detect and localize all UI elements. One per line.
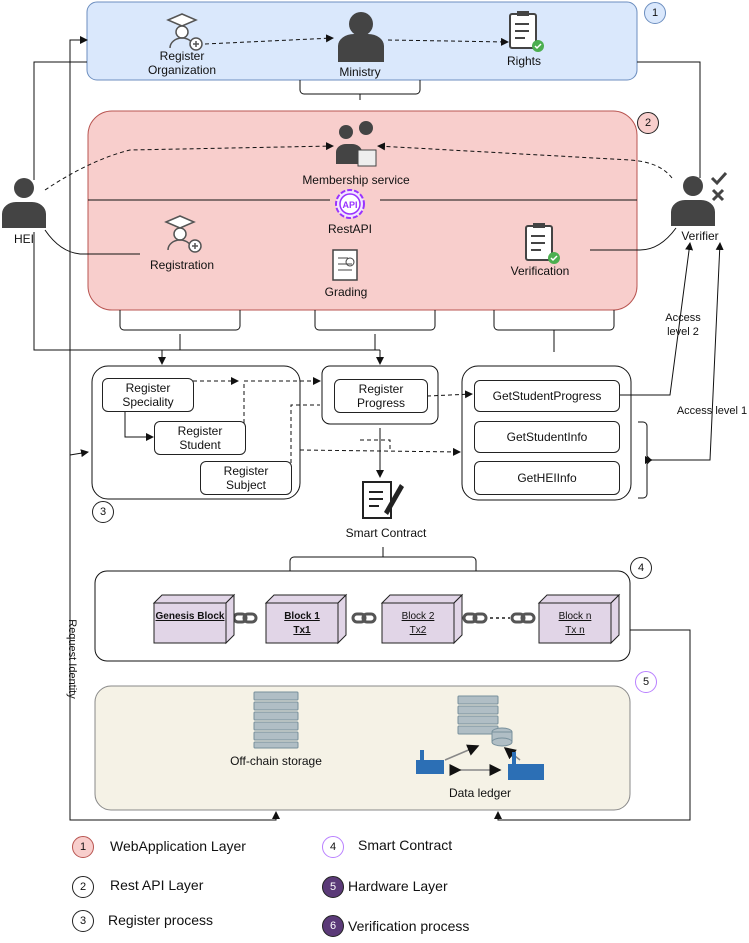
web-layer-badge: 1 bbox=[644, 2, 666, 24]
block-1 bbox=[264, 593, 348, 645]
legend-text-4: Smart Contract bbox=[358, 837, 453, 853]
membership-group-icon bbox=[336, 121, 377, 167]
hardware-layer bbox=[94, 685, 631, 811]
genesis-block-title: Genesis Block bbox=[155, 611, 225, 622]
rights-label: Rights bbox=[506, 54, 541, 68]
ministry-label: Ministry bbox=[339, 65, 381, 79]
register-speciality-box: Register Speciality bbox=[102, 378, 194, 412]
hei-person-icon bbox=[2, 178, 46, 228]
genesis-block bbox=[152, 593, 236, 645]
block-n bbox=[537, 593, 621, 645]
legend-text-2: Rest API Layer bbox=[110, 877, 204, 893]
get-student-info-box: GetStudentInfo bbox=[474, 421, 620, 453]
block-n-tx: Tx n bbox=[565, 625, 585, 636]
legend-num-3: 3 bbox=[72, 910, 94, 932]
reject-cross-icon bbox=[711, 188, 725, 202]
api-gear-icon bbox=[335, 189, 365, 219]
offchain-server-icon bbox=[253, 691, 299, 749]
block-2 bbox=[380, 593, 464, 645]
legend-num-4: 4 bbox=[322, 836, 344, 858]
approve-check-icon bbox=[710, 171, 728, 186]
smart-contract-label: Smart Contract bbox=[345, 526, 427, 540]
rest-api-label: RestAPI bbox=[327, 222, 372, 236]
rights-clipboard-icon bbox=[509, 11, 544, 52]
register-progress-box: Register Progress bbox=[334, 379, 428, 413]
register-process-badge: 3 bbox=[92, 501, 114, 523]
verification-clipboard-icon bbox=[525, 223, 560, 264]
verifier-person-icon bbox=[671, 176, 715, 226]
block-2-title: Block 2 bbox=[401, 611, 435, 622]
register-student-box: Register Student bbox=[154, 421, 246, 455]
verification-label: Verification bbox=[510, 264, 570, 278]
grading-document-icon bbox=[332, 249, 358, 281]
legend-text-1: WebApplication Layer bbox=[110, 838, 246, 854]
legend-num-5: 5 bbox=[322, 876, 344, 898]
hei-label: HEI bbox=[13, 232, 34, 246]
smart-contract-document-icon bbox=[362, 481, 404, 519]
rest-api-layer bbox=[87, 110, 638, 311]
legend-num-6: 6 bbox=[322, 915, 344, 937]
api-icon-text: API bbox=[342, 200, 358, 210]
block-n-title: Block n bbox=[558, 611, 592, 622]
block-1-tx: Tx1 bbox=[293, 625, 311, 636]
get-hei-info-box: GetHEIInfo bbox=[474, 461, 620, 495]
hardware-layer-badge: 5 bbox=[635, 671, 657, 693]
rest-layer-badge: 2 bbox=[637, 112, 659, 134]
legend-num-2: 2 bbox=[72, 876, 94, 898]
register-org-graduate-icon bbox=[166, 13, 203, 51]
ledger-factory-icon bbox=[416, 750, 544, 780]
legend-num-1: 1 bbox=[72, 836, 94, 858]
access-level-1-label: Access level 1 bbox=[676, 405, 748, 417]
membership-service-label: Membership service bbox=[302, 173, 410, 187]
legend-text-3: Register process bbox=[108, 912, 214, 928]
data-ledger-label: Data ledger bbox=[448, 786, 512, 800]
legend-text-5: Hardware Layer bbox=[348, 878, 448, 894]
block-1-title: Block 1 bbox=[284, 611, 320, 622]
legend-text-6: Verification process bbox=[348, 918, 470, 934]
request-identity-label: Request Identity bbox=[66, 619, 78, 699]
access-level-2-label: Access level 2 bbox=[665, 312, 701, 338]
get-student-progress-box: GetStudentProgress bbox=[474, 380, 620, 412]
grading-label: Grading bbox=[324, 285, 368, 299]
smart-contract-badge: 4 bbox=[630, 557, 652, 579]
ledger-server-icon bbox=[457, 695, 513, 747]
registration-graduate-icon bbox=[164, 215, 202, 253]
register-subject-box: Register Subject bbox=[200, 461, 292, 495]
register-organization-label: Register Organization bbox=[147, 49, 217, 77]
verifier-label: Verifier bbox=[681, 229, 719, 243]
ministry-person-icon bbox=[338, 12, 384, 62]
registration-label: Registration bbox=[149, 258, 215, 272]
block-2-tx: Tx2 bbox=[409, 625, 427, 636]
offchain-storage-label: Off-chain storage bbox=[230, 754, 322, 768]
